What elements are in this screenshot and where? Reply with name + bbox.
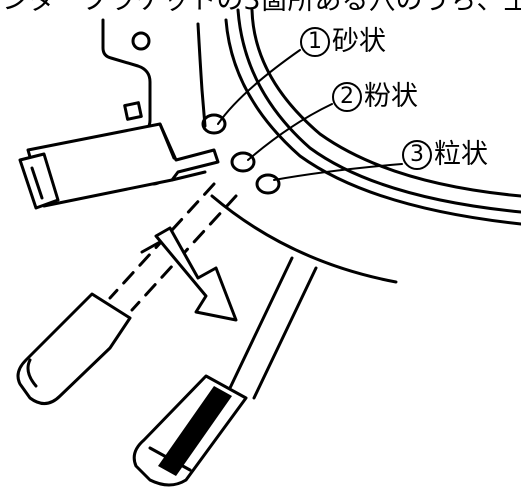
screwdriver-2 [132, 256, 318, 487]
label-text-2: 粉状 [364, 81, 418, 112]
leader-line-2 [247, 103, 333, 161]
latch-mechanism [18, 101, 220, 210]
direction-arrow [154, 226, 238, 322]
label-number-1: 1 [300, 27, 330, 57]
hole-1 [201, 113, 227, 135]
leader-line-3 [273, 163, 403, 181]
screwdriver-1 [16, 182, 238, 405]
bracket-upper-hole [131, 31, 151, 51]
drum-rim [210, 8, 521, 284]
leader-line-1 [217, 49, 301, 125]
hole-2 [230, 151, 256, 173]
label-number-3: 3 [402, 140, 432, 170]
caption-fragment: ンダーブラケットの3箇所ある穴のうち、上の [2, 0, 521, 16]
label-text-1: 砂状 [332, 26, 386, 57]
hole-markers [201, 49, 403, 195]
hole-3 [255, 173, 281, 195]
label-text-3: 粒状 [434, 139, 488, 170]
label-number-2: 2 [332, 82, 362, 112]
